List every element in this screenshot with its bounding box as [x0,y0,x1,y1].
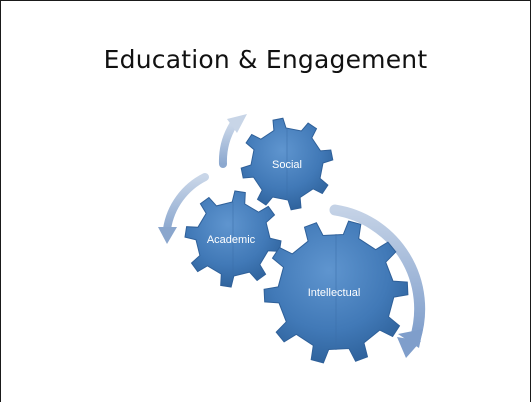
gear-intellectual [263,220,409,364]
gear-label-academic: Academic [207,234,256,246]
slide-title: Education & Engagement [103,45,428,74]
gear-label-intellectual: Intellectual [308,287,361,299]
gear-label-social: Social [272,159,302,171]
gear-social [240,117,334,211]
arrow-intellectual-down [329,204,426,358]
arrow-social-up [218,114,247,168]
arrow-academic-down [158,173,209,244]
gear-academic [184,190,282,288]
